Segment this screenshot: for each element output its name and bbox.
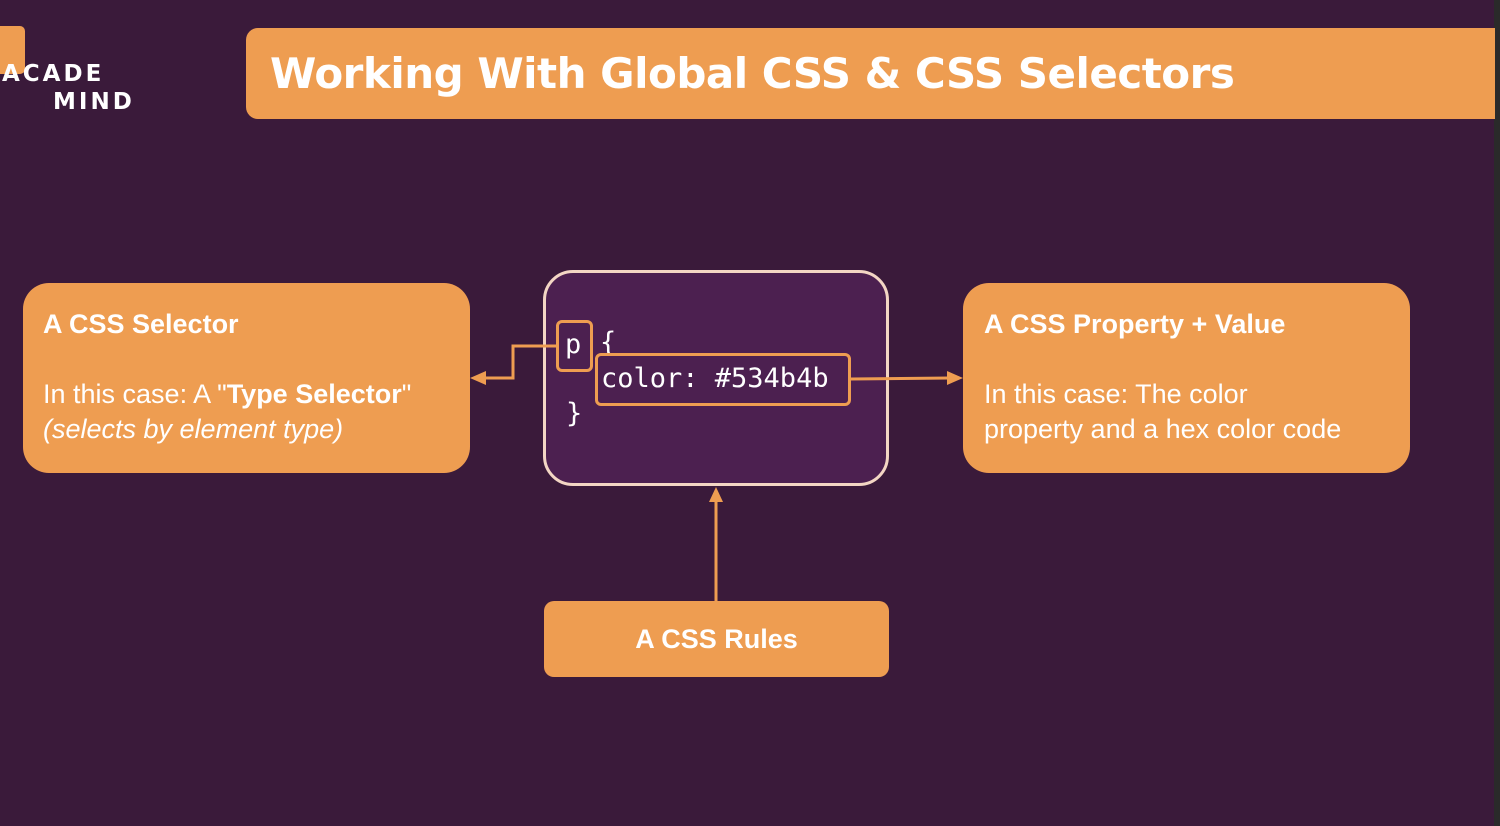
- selector-arrowhead: [470, 371, 486, 385]
- selector-card-body-suffix: ": [401, 379, 412, 409]
- title-banner: Working With Global CSS & CSS Selectors: [246, 28, 1495, 119]
- css-rules-box: A CSS Rules: [544, 601, 889, 677]
- rules-arrowhead: [709, 487, 723, 502]
- code-declaration: color: #534b4b: [601, 363, 829, 394]
- declaration-highlight: [595, 353, 851, 406]
- css-code-box: [543, 270, 889, 486]
- property-arrowhead: [947, 371, 963, 385]
- logo-mark: [0, 26, 25, 74]
- css-rules-label: A CSS Rules: [635, 623, 798, 654]
- selector-card-body-prefix: In this case: A ": [43, 379, 227, 409]
- selector-card: A CSS Selector In this case: A "Type Sel…: [23, 283, 470, 473]
- slide-title: Working With Global CSS & CSS Selectors: [270, 49, 1235, 98]
- property-card-body-line1: In this case: The color: [984, 379, 1248, 409]
- code-close-brace: }: [566, 398, 583, 429]
- screen-edge-strip: [1494, 0, 1500, 826]
- selector-card-title: A CSS Selector: [43, 309, 239, 339]
- property-card-body: In this case: The color property and a h…: [984, 377, 1390, 447]
- property-card: A CSS Property + Value In this case: The…: [963, 283, 1410, 473]
- selector-card-body: In this case: A "Type Selector" (selects…: [43, 377, 450, 447]
- property-card-body-line2: property and a hex color code: [984, 414, 1342, 444]
- logo-text-line2: MIND: [53, 89, 135, 115]
- property-card-title: A CSS Property + Value: [984, 309, 1286, 339]
- selector-card-body-italic: (selects by element type): [43, 414, 344, 444]
- code-open-brace: {: [600, 327, 617, 358]
- logo-text-line1: ACADE: [2, 61, 105, 87]
- code-selector: p: [565, 329, 582, 360]
- selector-card-body-bold: Type Selector: [226, 379, 402, 409]
- selector-highlight: [556, 320, 593, 372]
